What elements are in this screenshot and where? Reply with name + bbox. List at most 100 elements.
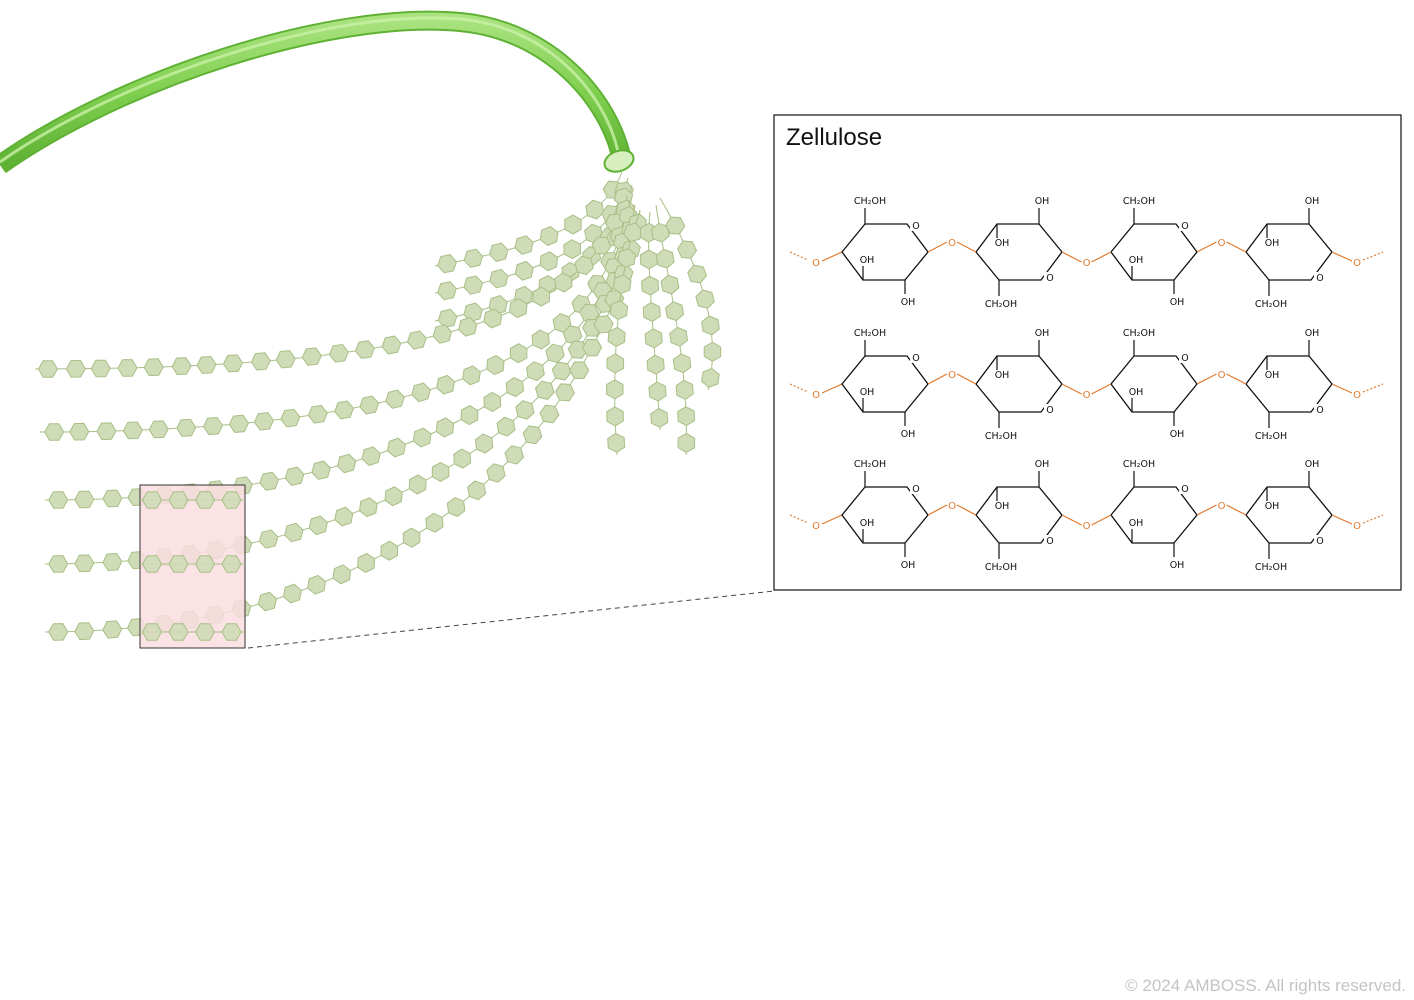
glucose-unit	[196, 355, 217, 374]
glucose-unit	[275, 350, 296, 369]
glucose-unit	[221, 623, 242, 641]
glucose-unit	[522, 425, 543, 445]
glycosidic-bond	[1226, 504, 1247, 516]
glucose-unit	[141, 491, 163, 509]
glucose-unit	[228, 414, 249, 434]
glucose-unit	[332, 564, 352, 585]
glucose-unit	[168, 623, 189, 641]
glycosidic-oxygen: O	[1218, 238, 1226, 249]
glycosidic-bond	[956, 373, 977, 385]
glucose-unit	[307, 574, 327, 595]
glucose-unit	[194, 491, 216, 509]
glucose-unit	[695, 289, 715, 309]
glucose-unit	[648, 381, 667, 402]
glucose-unit	[486, 463, 506, 483]
ring-oxygen-gap	[1314, 535, 1326, 546]
glycosidic-bond	[1331, 383, 1353, 394]
ch2oh-label: CH₂OH	[985, 299, 1017, 310]
glucose-unit	[458, 317, 478, 337]
glucose-unit	[644, 328, 663, 349]
glucose-unit	[44, 423, 65, 441]
oh-label: OH	[1265, 370, 1280, 381]
glucose-unit	[408, 474, 427, 495]
ch2oh-label: CH₂OH	[985, 431, 1017, 442]
glycosidic-bond	[1091, 514, 1112, 526]
glucose-unit	[460, 405, 479, 426]
glycosidic-bond	[1331, 514, 1353, 525]
glucose-unit	[74, 554, 95, 573]
glucose-unit	[96, 422, 117, 441]
zoom-connector-line	[247, 590, 775, 649]
glucose-unit	[612, 274, 632, 295]
glucose-unit	[437, 281, 457, 301]
glucose-unit	[562, 325, 583, 345]
ch2oh-label: CH₂OH	[854, 459, 886, 470]
oh-label: OH	[1129, 255, 1144, 266]
ring-oxygen: O	[1046, 405, 1053, 416]
glucose-unit	[605, 379, 624, 400]
ring-oxygen-gap	[1314, 404, 1326, 415]
glycosidic-oxygen: O	[1218, 501, 1226, 512]
glucose-unit	[462, 365, 481, 386]
ch2oh-label: CH₂OH	[1123, 459, 1155, 470]
oh-label: OH	[1035, 196, 1050, 207]
ring-oxygen-gap	[910, 483, 922, 494]
glucose-unit	[259, 471, 280, 491]
oh-label: OH	[901, 429, 916, 440]
ch2oh-label: CH₂OH	[1123, 196, 1155, 207]
glucose-unit	[703, 341, 722, 362]
glucose-unit	[539, 404, 560, 424]
glucose-unit	[525, 361, 545, 382]
cellulose-inset: Zellulose OOCH₂OHOHOHOOHOHCH₂OHOOCH₂OHOH…	[773, 114, 1402, 591]
ring-oxygen: O	[912, 221, 919, 232]
ch2oh-label: CH₂OH	[854, 328, 886, 339]
glucose-unit	[606, 353, 625, 374]
glucose-unit	[514, 235, 534, 255]
glucose-unit	[531, 329, 550, 350]
glucose-unit	[384, 486, 403, 507]
glucose-unit	[250, 352, 271, 371]
glucose-unit	[386, 437, 406, 458]
oh-label: OH	[1129, 518, 1144, 529]
glucose-unit	[141, 623, 163, 641]
glycosidic-bond	[821, 383, 843, 394]
glucose-unit	[307, 404, 328, 424]
glycosidic-bond	[927, 504, 948, 516]
glucose-unit	[74, 622, 95, 641]
glucose-unit	[141, 555, 163, 573]
glucose-unit	[574, 255, 594, 276]
glucose-unit	[551, 361, 572, 381]
glucose-unit	[194, 555, 216, 573]
glycosidic-oxygen: O	[1083, 390, 1091, 401]
glucose-unit	[505, 377, 525, 398]
glucose-unit	[509, 298, 528, 319]
glucose-unit	[221, 555, 242, 573]
glucose-unit	[446, 497, 466, 517]
ring-oxygen: O	[1316, 405, 1323, 416]
glycosidic-bond	[1091, 383, 1112, 395]
glucose-unit	[701, 367, 720, 388]
glucose-unit	[48, 555, 69, 573]
glucose-unit	[194, 623, 216, 641]
glucose-unit	[642, 301, 661, 323]
glucose-unit	[436, 374, 456, 395]
glucose-unit	[609, 300, 629, 321]
chain-continuation	[789, 383, 809, 393]
glucose-unit	[677, 406, 696, 427]
glucose-unit	[437, 254, 457, 274]
glucose-unit	[402, 527, 421, 548]
glucose-unit	[336, 453, 357, 474]
glucose-unit	[48, 491, 69, 509]
glycosidic-bond	[1196, 241, 1217, 253]
glucose-unit	[148, 420, 169, 439]
glycosidic-bond	[1196, 504, 1217, 516]
oh-label: OH	[1170, 297, 1185, 308]
glucose-unit	[655, 248, 675, 269]
glucose-unit	[579, 303, 600, 322]
glucose-unit	[102, 620, 123, 639]
oh-label: OH	[995, 370, 1010, 381]
glucose-unit	[334, 506, 354, 527]
oh-label: OH	[860, 518, 875, 529]
oh-label: OH	[860, 387, 875, 398]
glucose-unit	[554, 383, 575, 402]
